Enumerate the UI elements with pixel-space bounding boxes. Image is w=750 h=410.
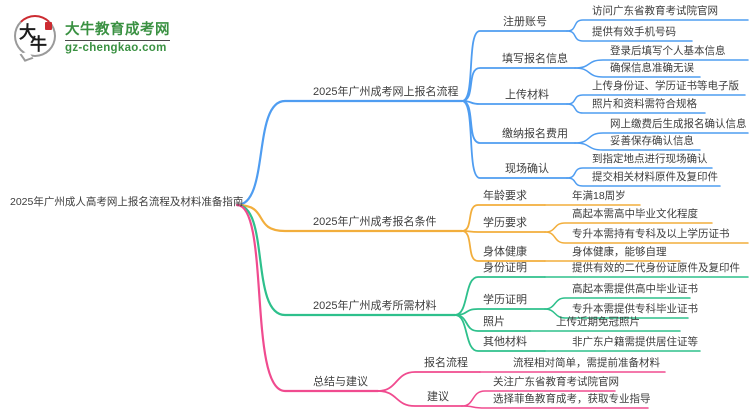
link xyxy=(461,405,649,409)
link xyxy=(461,30,568,102)
branch-1-leaf-2-2: 确保信息准确无误 xyxy=(610,62,694,74)
branch-2-leaf-2-2: 专升本需持有专科及以上学历证书 xyxy=(572,228,730,240)
branch-4-leaf-2-2: 选择菲鱼教育成考，获取专业指导 xyxy=(493,393,651,405)
link xyxy=(574,142,701,151)
branch-3-leaf-2-2: 专升本需提供专科毕业证书 xyxy=(572,303,698,315)
logo-char-1: 大 xyxy=(19,23,36,42)
link xyxy=(544,231,749,244)
link xyxy=(377,390,463,407)
branch-2-leaf-1-1: 年满18周岁 xyxy=(572,190,626,202)
branch-1-child-5-label: 现场确认 xyxy=(505,163,549,175)
logo-char-2: 牛 xyxy=(30,35,47,54)
site-logo[interactable]: 大 牛 大牛教育成考网 gz-chengkao.com xyxy=(14,15,170,57)
branch-1-leaf-1-1: 访问广东省教育考试院官网 xyxy=(592,5,718,17)
link xyxy=(454,308,546,316)
branch-2-child-2-label: 学历要求 xyxy=(483,217,527,229)
link xyxy=(461,204,546,232)
link xyxy=(454,314,546,352)
branch-3-child-4-label: 其他材料 xyxy=(483,336,527,348)
link xyxy=(235,99,464,207)
link xyxy=(461,100,568,179)
branch-1-child-2-label: 填写报名信息 xyxy=(502,53,568,65)
site-domain: gz-chengkao.com xyxy=(65,40,170,54)
link xyxy=(544,308,689,319)
link xyxy=(574,67,701,78)
branch-3-child-3-label: 照片 xyxy=(483,316,505,328)
branch-3-leaf-4-1: 非广东户籍需提供居住证等 xyxy=(572,336,698,348)
link xyxy=(461,230,546,262)
branch-3-child-2-label: 学历证明 xyxy=(483,294,527,306)
branch-3-leaf-3-1: 上传近期免冠照片 xyxy=(556,316,640,328)
branch-3-leaf-2-1: 高起本需提供高中毕业证书 xyxy=(572,283,698,295)
branch-2-child-1-label: 年龄要求 xyxy=(483,190,527,202)
branch-2-leaf-3-1: 身体健康，能够自理 xyxy=(572,246,667,258)
branch-3-child-1-label: 身份证明 xyxy=(483,262,527,274)
branch-1-child-1-label: 注册账号 xyxy=(503,16,547,28)
branch-4-leaf-2-1: 关注广东省教育考试院官网 xyxy=(493,376,619,388)
bull-bubble-logo-icon: 大 牛 xyxy=(14,15,56,57)
branch-1-label: 2025年广州成考网上报名流程 xyxy=(313,86,459,98)
link xyxy=(235,203,464,233)
branch-4-child-1-label: 报名流程 xyxy=(424,357,468,369)
link xyxy=(377,371,481,392)
link xyxy=(235,203,457,317)
mindmap-root-node: 2025年广州成人高考网上报名流程及材料准备指南 xyxy=(10,196,244,208)
logo-text-block: 大牛教育成考网 gz-chengkao.com xyxy=(65,18,170,54)
link xyxy=(235,203,380,393)
branch-1-leaf-3-2: 照片和资料需符合规格 xyxy=(592,98,697,110)
branch-1-child-4-label: 缴纳报名费用 xyxy=(502,128,568,140)
branch-2-connectors xyxy=(235,203,749,262)
branch-4-label: 总结与建议 xyxy=(313,376,368,388)
branch-2-child-3-label: 身体健康 xyxy=(483,246,527,258)
link xyxy=(454,276,546,316)
branch-2-label: 2025年广州成考报名条件 xyxy=(313,216,437,228)
link xyxy=(461,67,576,102)
red-seal-icon xyxy=(45,22,52,30)
branch-3-label: 2025年广州成考所需材料 xyxy=(313,300,437,312)
branch-1-leaf-5-2: 提交相关材料原件及复印件 xyxy=(592,171,718,183)
branch-1-leaf-5-1: 到指定地点进行现场确认 xyxy=(592,153,708,165)
branch-1-connectors xyxy=(235,19,749,207)
branch-4-connectors xyxy=(235,203,666,409)
branch-1-leaf-1-2: 提供有效手机号码 xyxy=(592,26,676,38)
site-title: 大牛教育成考网 xyxy=(65,22,170,38)
branch-1-leaf-4-1: 网上缴费后生成报名确认信息 xyxy=(610,118,747,130)
link xyxy=(566,103,706,114)
link xyxy=(566,177,721,187)
branch-2-leaf-2-1: 高起本需高中毕业文化程度 xyxy=(572,208,698,220)
branch-4-leaf-1-1: 流程相对简单，需提前准备材料 xyxy=(513,357,660,369)
branch-4-child-2-label: 建议 xyxy=(427,391,449,403)
branch-1-leaf-3-1: 上传身份证、学历证书等电子版 xyxy=(592,80,739,92)
link xyxy=(566,30,693,42)
branch-1-child-3-label: 上传材料 xyxy=(505,89,549,101)
branch-1-leaf-4-2: 妥善保存确认信息 xyxy=(610,135,694,147)
branch-3-leaf-1-1: 提供有效的二代身份证原件及复印件 xyxy=(572,262,740,274)
branch-1-leaf-2-1: 登录后填写个人基本信息 xyxy=(610,45,726,57)
branch-3-connectors xyxy=(235,203,749,352)
link xyxy=(461,230,546,233)
